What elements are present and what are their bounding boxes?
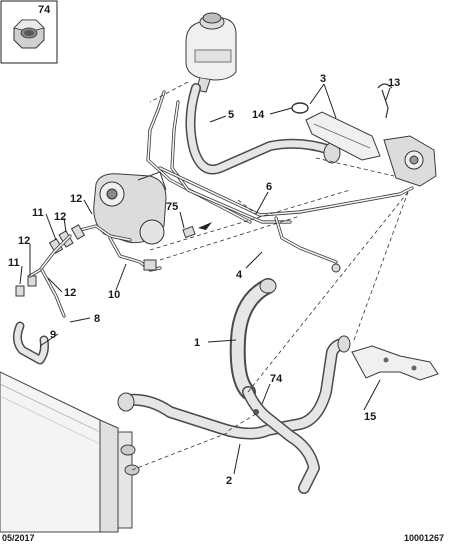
coolant-outlet-assembly[interactable]	[291, 83, 437, 187]
callout-74: 74	[270, 373, 283, 385]
callout-3: 3	[320, 73, 326, 85]
callout-14: 14	[252, 109, 265, 121]
part-75-connector[interactable]	[182, 222, 212, 239]
footer-reference: 10001267	[404, 533, 444, 543]
radiator[interactable]	[0, 371, 140, 533]
callout-13: 13	[388, 77, 400, 89]
turbocharger[interactable]	[78, 171, 167, 245]
hex-nut-icon	[13, 19, 45, 49]
callout-8: 8	[94, 313, 100, 325]
callout-11-b: 11	[8, 257, 20, 269]
callout-12-a: 12	[70, 193, 82, 205]
callout-75: 75	[166, 201, 178, 213]
callout-74-inset: 74	[38, 4, 51, 16]
callout-11-a: 11	[32, 207, 44, 219]
callout-4: 4	[236, 269, 243, 281]
callout-5: 5	[228, 109, 234, 121]
callout-6: 6	[266, 181, 272, 193]
callout-9: 9	[50, 329, 56, 341]
bracket-15[interactable]	[351, 345, 439, 381]
callout-12-c: 12	[18, 235, 30, 247]
callout-2: 2	[226, 475, 232, 487]
callout-15: 15	[364, 411, 376, 423]
part-74-inset[interactable]: 74	[0, 0, 58, 64]
callout-10: 10	[108, 289, 120, 301]
callout-12-b: 12	[54, 211, 66, 223]
expansion-tank[interactable]	[185, 12, 237, 93]
callout-12-d: 12	[64, 287, 76, 299]
footer-date: 05/2017	[2, 533, 35, 543]
fittings-11-12[interactable]	[15, 224, 86, 318]
callout-1: 1	[194, 337, 200, 349]
